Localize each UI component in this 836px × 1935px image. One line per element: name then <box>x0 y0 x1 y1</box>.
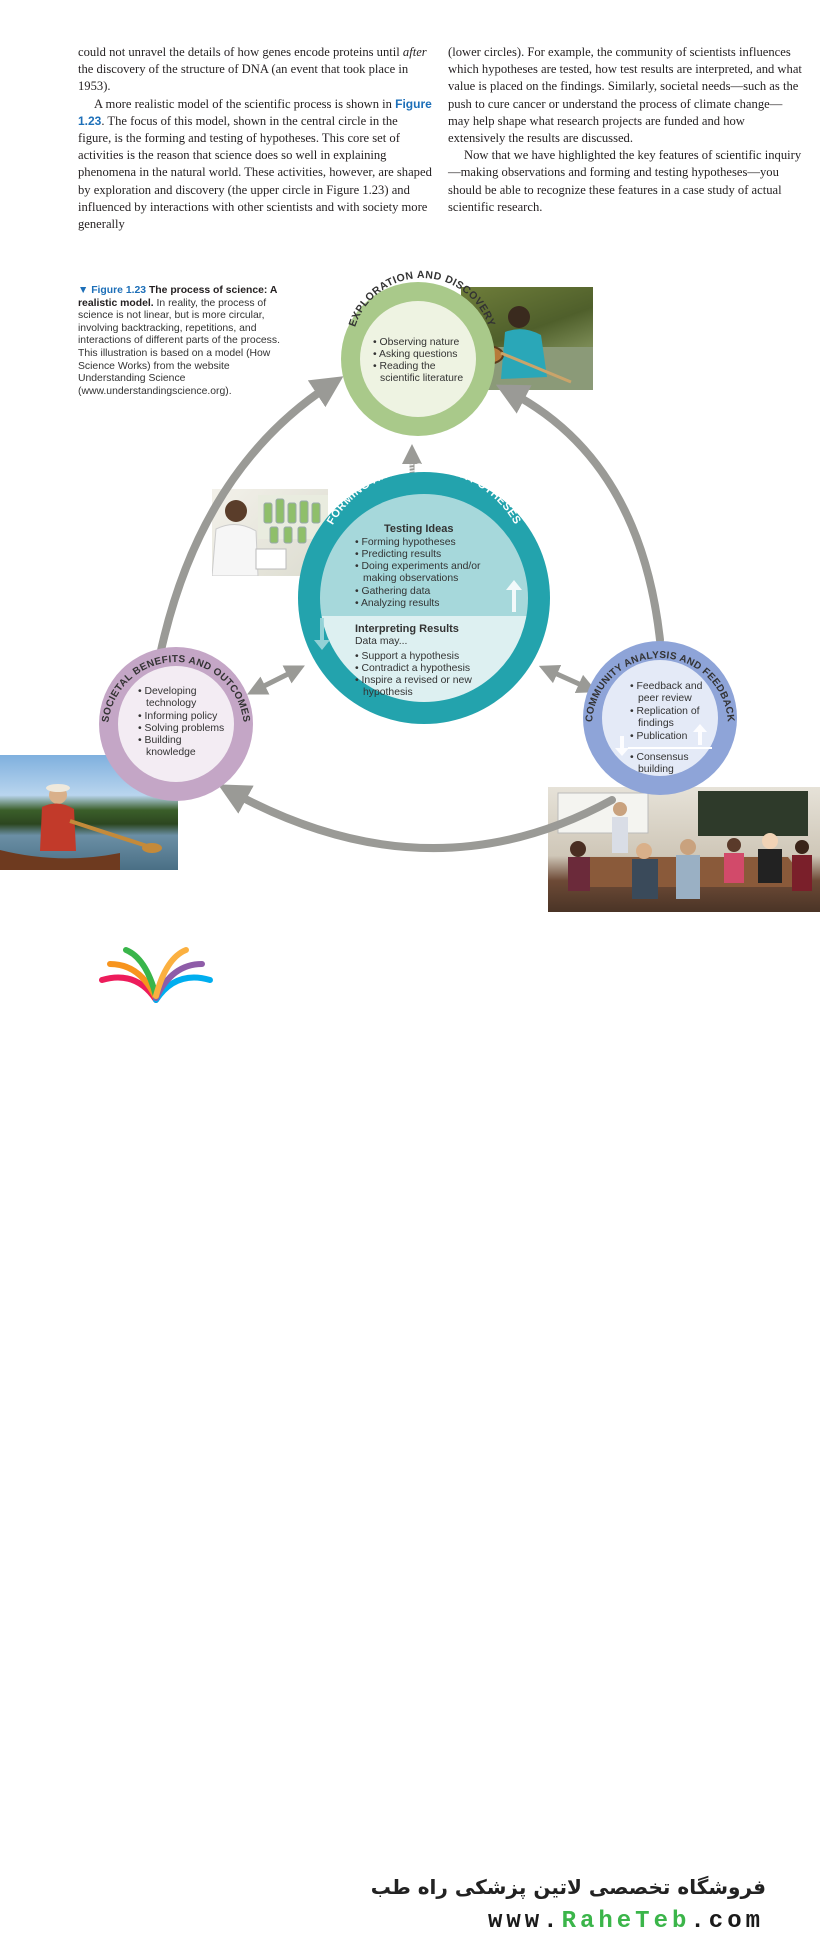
interpreting-results-section: Interpreting Results Data may... • Suppo… <box>355 623 472 698</box>
caption-title: The process of science: A realistic mode… <box>78 285 277 309</box>
list-item: • Feedback and <box>630 681 703 692</box>
caption-figure-number: Figure 1.23 <box>91 285 147 296</box>
list-item: • Developing <box>138 686 197 697</box>
figure-caption: ▼ Figure 1.23 The process of science: A … <box>78 285 300 398</box>
section-heading: Interpreting Results <box>355 623 459 635</box>
cycle-down-arrow-icon <box>314 618 330 650</box>
arrow-community-to-exploration <box>495 384 664 644</box>
photo-illustration <box>212 495 328 576</box>
cycle-arrows <box>156 376 664 853</box>
cycle-up-arrow-icon <box>506 580 522 612</box>
list-item: • Support a hypothesis <box>355 651 459 662</box>
figure-reference-link[interactable]: Figure 1.23 <box>78 96 432 128</box>
arrow-central-societal <box>247 665 305 695</box>
photo-illustration <box>0 784 162 870</box>
list-item: scientific literature <box>380 373 463 384</box>
community-list: • Feedback and peer review • Replication… <box>628 681 712 775</box>
url-part: www. <box>487 1908 562 1935</box>
open-book-logo-icon <box>99 947 213 1003</box>
list-item: • Inspire a revised or new <box>355 675 472 686</box>
paragraph: could not unravel the details of how gen… <box>78 44 433 96</box>
list-item: • Doing experiments and/or <box>355 561 481 572</box>
testing-ideas-section: Testing Ideas • Forming hypotheses • Pre… <box>355 523 481 609</box>
list-item: • Contradict a hypothesis <box>355 663 470 674</box>
list-item: • Gathering data <box>355 586 430 597</box>
list-item: • Building <box>138 735 182 746</box>
arrow-central-community <box>538 664 598 694</box>
store-name: فروشگاه تخصصی لاتین پزشکی راه طب <box>370 1875 766 1899</box>
societal-circle: SOCIETAL BENEFITS AND OUTCOMES • Develop… <box>99 647 253 801</box>
photo-illustration <box>557 791 812 899</box>
list-item: building <box>638 764 674 775</box>
list-item: findings <box>638 718 674 729</box>
central-circle: FORMING AND TESTING HYPOTHESES Testing I… <box>298 462 550 724</box>
list-item: • Reading the <box>373 361 436 372</box>
body-column-right: (lower circles). For example, the commun… <box>448 44 803 216</box>
url-part: Teb <box>635 1908 691 1935</box>
italic-text: after <box>402 45 427 59</box>
cycle-up-arrow-icon <box>693 724 707 745</box>
arrow-community-to-societal <box>217 784 616 853</box>
list-item: • Solving problems <box>138 723 224 734</box>
text-run: A more realistic model of the scientific… <box>94 96 396 111</box>
store-url-link[interactable]: www.RaheTeb.com <box>488 1908 764 1935</box>
list-item: • Consensus <box>630 752 689 763</box>
list-item: • Analyzing results <box>355 598 440 609</box>
list-item: • Replication of <box>630 706 700 717</box>
list-item: technology <box>146 698 197 709</box>
societal-list: • Developing technology • Informing poli… <box>138 686 224 758</box>
url-part: .com <box>690 1908 764 1935</box>
body-column-left: could not unravel the details of how gen… <box>78 44 433 233</box>
list-item: peer review <box>638 693 692 704</box>
list-item: • Asking questions <box>373 349 458 360</box>
caption-marker-icon: ▼ <box>78 285 89 296</box>
text-run: . The focus of this model, shown in the … <box>78 113 432 232</box>
paragraph: Now that we have highlighted the key fea… <box>448 148 802 214</box>
caption-text: In reality, the process of science is no… <box>78 297 280 397</box>
paragraph: (lower circles). For example, the commun… <box>448 45 802 146</box>
exploration-circle: EXPLORATION AND DISCOVERY • Observing na… <box>341 269 497 436</box>
process-of-science-diagram: EXPLORATION AND DISCOVERY • Observing na… <box>99 269 737 853</box>
list-item: • Forming hypotheses <box>355 537 456 548</box>
list-item: • Predicting results <box>355 549 441 560</box>
cycle-down-arrow-icon <box>615 736 629 756</box>
list-item: knowledge <box>146 747 196 758</box>
community-circle: COMMUNITY ANALYSIS AND FEEDBACK • Feedba… <box>583 641 737 795</box>
text-run: the discovery of the structure of DNA (a… <box>78 62 409 94</box>
list-item: • Observing nature <box>373 337 459 348</box>
list-item: • Publication <box>630 731 688 742</box>
arrow-societal-to-exploration <box>156 376 344 659</box>
exploration-list: • Observing nature • Asking questions • … <box>373 337 463 384</box>
list-item: making observations <box>363 573 458 584</box>
url-part: Rahe <box>561 1908 636 1935</box>
list-item: hypothesis <box>363 687 413 698</box>
section-heading: Testing Ideas <box>384 523 453 535</box>
section-subheading: Data may... <box>355 636 407 647</box>
list-item: • Informing policy <box>138 711 218 722</box>
paragraph: A more realistic model of the scientific… <box>78 96 433 234</box>
text-run: could not unravel the details of how gen… <box>78 45 403 59</box>
footer-watermark: فروشگاه تخصصی لاتین پزشکی راه طب www.Rah… <box>0 930 836 1935</box>
